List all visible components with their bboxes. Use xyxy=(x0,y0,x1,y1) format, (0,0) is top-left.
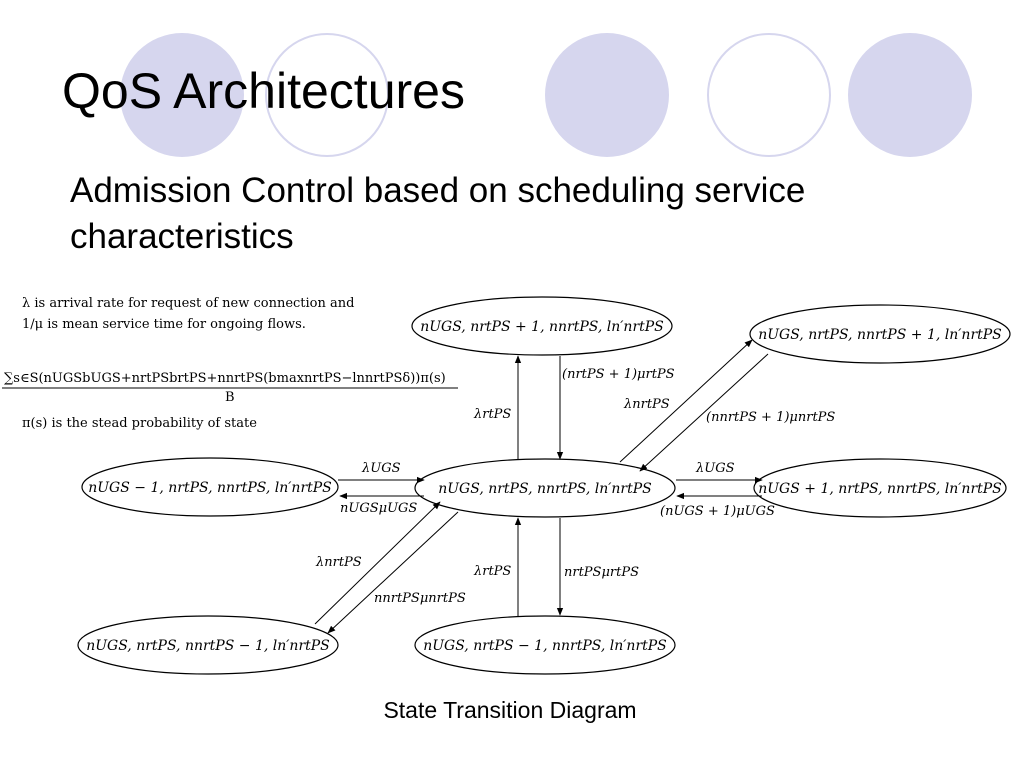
state-bottom-label: nUGS, nrtPS − 1, nnrtPS, ln′nrtPS xyxy=(423,638,667,654)
state-top xyxy=(411,296,673,356)
note-service-time: 1/μ is mean service time for ongoing flo… xyxy=(22,317,306,332)
formula-denominator: B xyxy=(225,390,235,405)
label-lambda-rtps-up: λrtPS xyxy=(473,407,511,422)
state-right xyxy=(753,458,1007,518)
arrow-bottom-left-to-center xyxy=(314,501,441,625)
state-top-right xyxy=(749,304,1011,364)
state-bottom xyxy=(414,615,676,675)
label-lambda-rtps-down: λrtPS xyxy=(473,564,511,579)
label-lambda-ugs-right: λUGS xyxy=(695,461,735,476)
arrow-top-right-to-center xyxy=(639,353,769,472)
page-title: QoS Architectures xyxy=(62,63,465,119)
label-mu-rtps-up: (nrtPS + 1)μrtPS xyxy=(562,367,675,382)
label-lambda-ugs-left: λUGS xyxy=(361,461,401,476)
label-lambda-nrtps-down: λnrtPS xyxy=(315,555,362,570)
note-arrival-rate: λ is arrival rate for request of new con… xyxy=(22,296,354,311)
state-right-label: nUGS + 1, nrtPS, nnrtPS, ln′nrtPS xyxy=(758,481,1002,497)
decorative-circle-5 xyxy=(848,33,972,157)
label-mu-ugs-right: (nUGS + 1)μUGS xyxy=(660,504,775,519)
formula-numerator: ∑s∈S(nUGSbUGS+nrtPSbrtPS+nnrtPS(bmaxnrtP… xyxy=(4,371,446,386)
diagram-caption: State Transition Diagram xyxy=(383,697,637,723)
arrow-center-to-bottom-left xyxy=(327,511,459,634)
decorative-circle-2 xyxy=(265,33,389,157)
decorative-circle-3 xyxy=(545,33,669,157)
state-left-label: nUGS − 1, nrtPS, nnrtPS, ln′nrtPS xyxy=(88,480,332,496)
arrow-center-to-top-right xyxy=(619,339,753,463)
decorative-circle-4 xyxy=(707,33,831,157)
state-bottom-left xyxy=(77,615,339,675)
slide-subtitle: Admission Control based on scheduling se… xyxy=(70,171,806,256)
label-lambda-nrtps-up: λnrtPS xyxy=(623,397,670,412)
state-center xyxy=(414,458,676,518)
state-center-label: nUGS, nrtPS, nnrtPS, ln′nrtPS xyxy=(438,481,652,497)
decorative-circle-1 xyxy=(120,33,244,157)
note-stead-probability: π(s) is the stead probability of state xyxy=(22,416,257,431)
label-mu-ugs-left: nUGSμUGS xyxy=(340,501,417,516)
label-mu-nrtps-up: (nnrtPS + 1)μnrtPS xyxy=(706,410,835,425)
label-mu-nrtps-down: nnrtPSμnrtPS xyxy=(374,591,466,606)
label-mu-rtps-down: nrtPSμrtPS xyxy=(564,565,639,580)
state-top-label: nUGS, nrtPS + 1, nnrtPS, ln′nrtPS xyxy=(420,319,664,335)
state-left xyxy=(81,457,339,517)
state-bottom-left-label: nUGS, nrtPS, nnrtPS − 1, ln′nrtPS xyxy=(86,638,330,654)
state-top-right-label: nUGS, nrtPS, nnrtPS + 1, ln′nrtPS xyxy=(758,327,1002,343)
